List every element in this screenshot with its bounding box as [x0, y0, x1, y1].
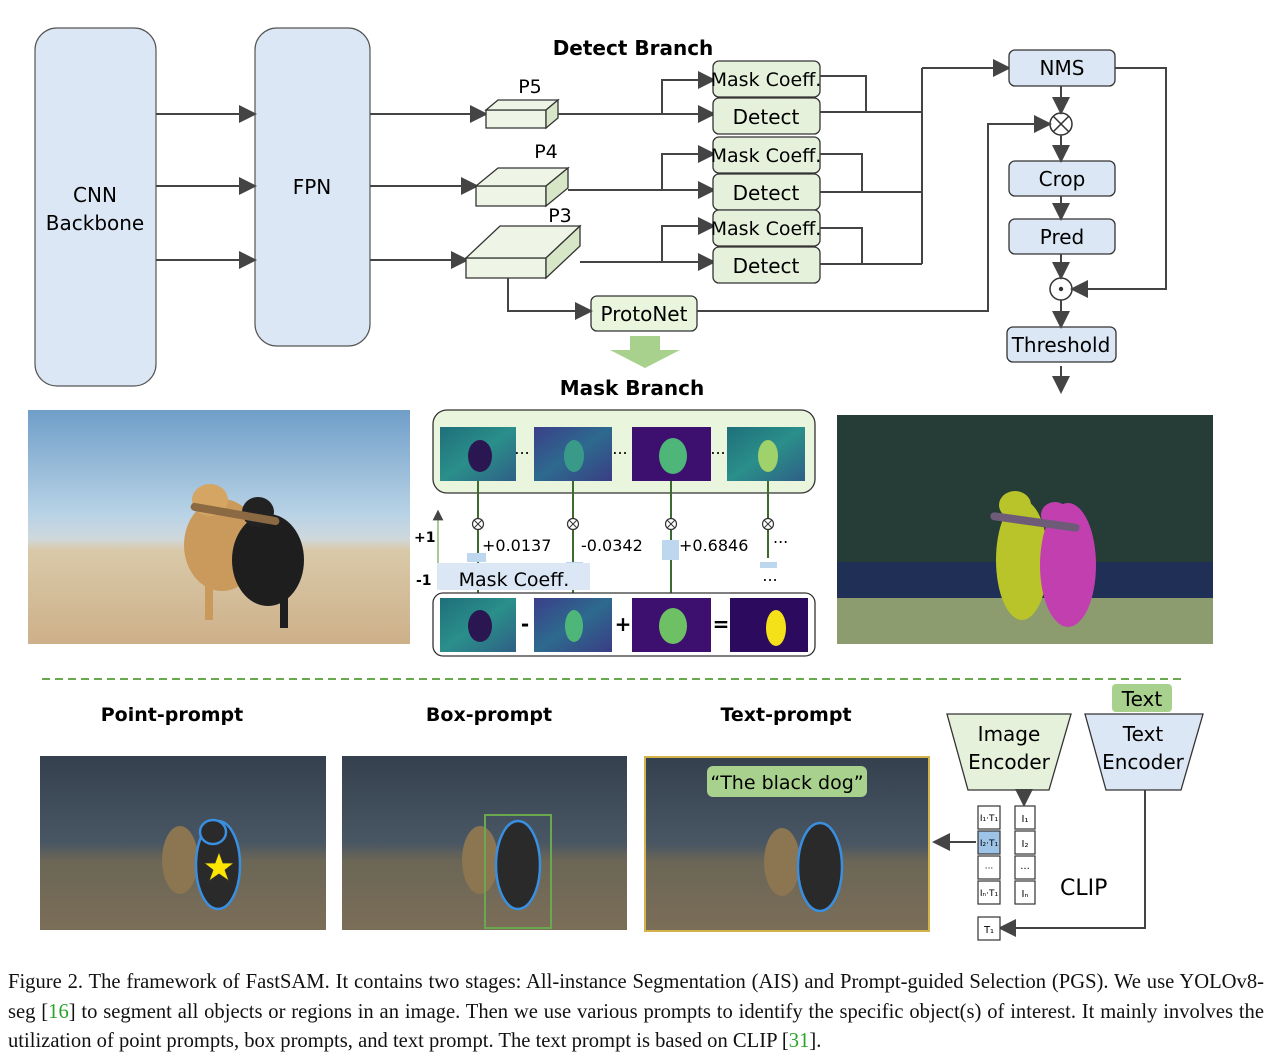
detect-branch-title: Detect Branch — [553, 36, 714, 60]
head-boxes: Mask Coeff. Detect Mask Coeff. Detect Ma… — [711, 60, 822, 284]
detect-label-p4: Detect — [733, 181, 800, 205]
p3-feature-map — [464, 224, 582, 280]
sim-cell-2: I₂·T₁ — [980, 839, 999, 849]
detect-label-p5: Detect — [733, 105, 800, 129]
mask-coeff-box-p5 — [712, 60, 821, 98]
box-prompt-image — [342, 756, 627, 930]
segmentation-output — [837, 415, 1213, 644]
coefficient-4: ... — [773, 528, 788, 547]
pred-label: Pred — [1040, 225, 1085, 249]
prototypes-panel — [432, 409, 816, 494]
image-feature-3: ··· — [1020, 864, 1030, 875]
mask-coeff-label-p5: Mask Coeff. — [711, 69, 822, 91]
p5-feature-map — [484, 98, 560, 130]
text-feature: T₁ — [983, 925, 994, 936]
image-feature-2: I₂ — [1022, 839, 1029, 850]
coefficient-3: +0.6846 — [679, 536, 748, 555]
caption-text-2: ] to segment all objects or regions in a… — [8, 1000, 1264, 1053]
ellipsis-1: ... — [514, 439, 529, 458]
detect-label-p3: Detect — [733, 254, 800, 278]
image-encoder-label-2: Encoder — [968, 750, 1051, 774]
scale-minus-one: -1 — [416, 573, 432, 589]
coefficient-ellipsis: ... — [762, 566, 777, 585]
mask-branch-title: Mask Branch — [560, 376, 705, 400]
op-plus: + — [615, 612, 632, 636]
cnn-backbone-label-2: Backbone — [46, 211, 144, 235]
text-input-box — [1112, 684, 1172, 712]
p4-label: P4 — [534, 141, 558, 163]
text-encoder-label-2: Encoder — [1102, 750, 1185, 774]
image-encoder-label-1: Image — [978, 722, 1041, 746]
coefficient-1: +0.0137 — [482, 536, 551, 555]
detect-box-p5 — [712, 97, 821, 135]
image-encoder-block — [946, 713, 1072, 791]
caption-ref-31[interactable]: 31 — [788, 1030, 810, 1052]
prototype-maps — [440, 427, 805, 481]
coefficient-2: -0.0342 — [581, 536, 643, 555]
mask-coeff-label-p4: Mask Coeff. — [711, 145, 822, 167]
caption-ref-16[interactable]: 16 — [48, 1000, 69, 1023]
mask-branch-arrow — [610, 336, 680, 368]
coeff-bar-3 — [662, 540, 679, 560]
image-feature-column: I₁ I₂ ··· Iₙ — [1014, 805, 1036, 905]
mask-coeff-bar-label: Mask Coeff. — [459, 569, 570, 591]
similarity-column: I₁·T₁ I₂·T₁ ··· Iₙ·T₁ — [977, 805, 1001, 905]
p3-label: P3 — [548, 205, 572, 227]
clip-label: CLIP — [1060, 876, 1107, 901]
mask-coeff-label-p3: Mask Coeff. — [711, 218, 822, 240]
figure-caption: Figure 2. The framework of FastSAM. It c… — [8, 968, 1264, 1057]
coeff-bar-4 — [760, 562, 777, 568]
nms-label: NMS — [1040, 56, 1085, 80]
op-equals: = — [713, 612, 730, 636]
ellipsis-2: ... — [612, 439, 627, 458]
combination-panel — [432, 592, 816, 657]
crop-label: Crop — [1039, 167, 1086, 191]
text-prompt-title: Text-prompt — [720, 704, 851, 726]
scale-plus-one: +1 — [414, 530, 435, 546]
cnn-backbone-block — [34, 27, 157, 387]
input-photo — [28, 410, 410, 644]
text-feature-box — [977, 916, 1001, 941]
text-query-box — [707, 766, 867, 797]
threshold-label: Threshold — [1011, 333, 1111, 357]
op-minus: - — [521, 612, 529, 636]
sim-cell-3: ··· — [985, 864, 994, 874]
ellipsis-3: ... — [710, 439, 725, 458]
coeff-bar-1 — [467, 553, 486, 562]
sim-cell-1: I₁·T₁ — [980, 814, 999, 824]
sim-cell-4: Iₙ·T₁ — [980, 889, 999, 899]
p4-feature-map — [474, 166, 570, 208]
protonet-label: ProtoNet — [601, 302, 688, 326]
image-feature-1: I₁ — [1022, 814, 1029, 825]
mask-coeff-bar — [437, 563, 590, 590]
combination-maps — [440, 598, 808, 652]
point-prompt-image — [40, 756, 326, 930]
text-encoder-label-1: Text — [1122, 722, 1164, 746]
cnn-backbone-label-1: CNN — [73, 183, 117, 207]
caption-text-1: Figure 2. The framework of FastSAM. It c… — [8, 971, 1264, 1023]
fpn-label: FPN — [293, 175, 332, 199]
text-input-label: Text — [1121, 687, 1163, 711]
text-encoder-block — [1084, 713, 1204, 791]
text-query: “The black dog” — [710, 772, 863, 794]
caption-text-3: ]. — [809, 1030, 822, 1052]
box-prompt-title: Box-prompt — [426, 704, 552, 726]
image-feature-4: Iₙ — [1022, 889, 1029, 900]
point-prompt-title: Point-prompt — [101, 704, 244, 726]
framework-figure: CNN Backbone FPN Detect Branch P5 P4 P3 — [28, 27, 1213, 941]
p5-label: P5 — [518, 76, 542, 98]
